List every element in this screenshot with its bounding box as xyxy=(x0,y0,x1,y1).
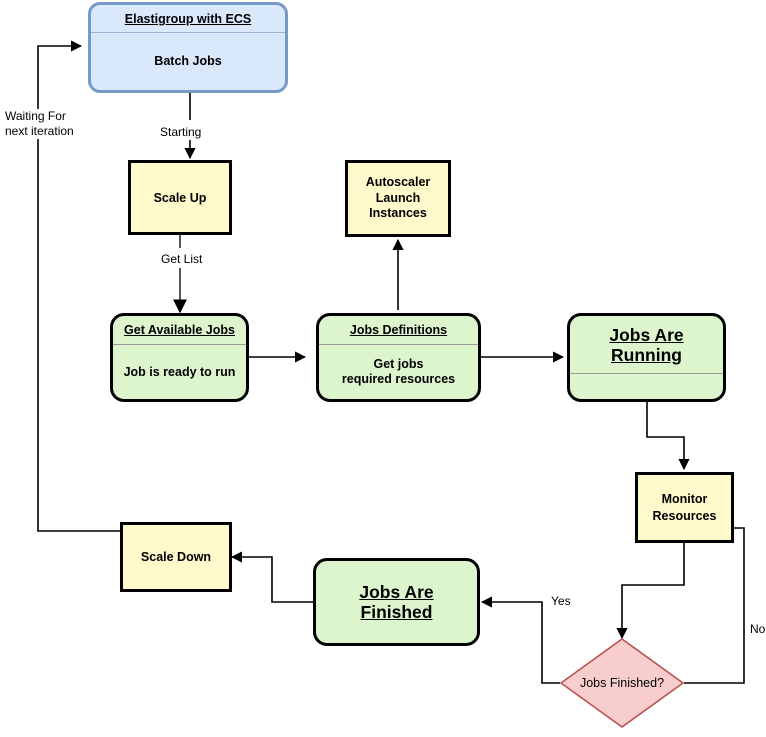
node-monitor-resources[interactable]: Monitor Resources xyxy=(635,472,734,543)
edge-label-starting: Starting xyxy=(158,125,204,140)
edge-label-no: No xyxy=(748,622,766,637)
node-jobs-are-finished[interactable]: Jobs Are Finished xyxy=(313,558,480,646)
edge-decision-no-to-monitor-resources xyxy=(684,522,745,684)
node-autoscaler-line-3: Instances xyxy=(369,206,427,221)
diamond-shape xyxy=(560,638,684,728)
node-autoscaler-line-2: Launch xyxy=(375,190,421,205)
node-jobs-definitions-body-line-2: required resources xyxy=(341,372,456,387)
node-jobs-are-running[interactable]: Jobs Are Running xyxy=(567,313,726,402)
node-jobs-are-running-title: Jobs Are Running xyxy=(570,316,723,375)
node-elastigroup-title: Elastigroup with ECS xyxy=(91,5,285,34)
node-jobs-are-running-body xyxy=(570,374,723,399)
edge-label-yes: Yes xyxy=(549,594,573,609)
edge-monitor-resources-to-decision xyxy=(616,543,685,640)
node-jobs-finished-decision[interactable]: Jobs Finished? xyxy=(560,638,684,728)
edge-label-get-list: Get List xyxy=(159,252,205,267)
node-jobs-are-finished-title-line-1: Jobs Are xyxy=(359,581,434,602)
edge-label-waiting-line-1: Waiting For xyxy=(5,109,66,123)
node-scale-down-label: Scale Down xyxy=(140,550,212,564)
node-jobs-are-finished-title-line-2: Finished xyxy=(360,602,433,622)
node-jobs-are-running-title-line-1: Jobs Are xyxy=(609,325,684,345)
node-jobs-finished-label: Jobs Finished? xyxy=(579,676,665,690)
node-scale-up-label: Scale Up xyxy=(153,190,207,205)
edge-decision-yes-to-jobs-are-finished xyxy=(480,596,560,684)
node-jobs-are-finished-title: Jobs Are Finished xyxy=(353,582,439,622)
node-jobs-definitions-body: Get jobs required resources xyxy=(319,345,478,399)
node-jobs-definitions[interactable]: Jobs Definitions Get jobs required resou… xyxy=(316,313,481,402)
node-monitor-resources-line-1: Monitor xyxy=(661,492,708,507)
node-scale-up[interactable]: Scale Up xyxy=(128,160,232,235)
node-scale-down[interactable]: Scale Down xyxy=(120,522,232,592)
edge-jobs-are-running-to-monitor-resources xyxy=(646,402,690,471)
node-autoscaler-launch-instances[interactable]: Autoscaler Launch Instances xyxy=(345,160,451,237)
edge-scale-down-to-elastigroup xyxy=(37,40,120,532)
node-jobs-are-running-title-line-2: Running xyxy=(611,345,682,366)
node-elastigroup-body: Batch Jobs xyxy=(154,54,222,69)
node-get-available-jobs[interactable]: Get Available Jobs Job is ready to run xyxy=(110,313,249,402)
node-elastigroup-with-ecs[interactable]: Elastigroup with ECS Batch Jobs xyxy=(88,2,288,93)
node-jobs-definitions-title: Jobs Definitions xyxy=(319,316,478,346)
edge-label-waiting-for-next-iteration: Waiting For next iteration xyxy=(3,109,81,139)
node-get-available-jobs-body: Job is ready to run xyxy=(123,364,236,379)
node-monitor-resources-line-2: Resources xyxy=(652,508,717,523)
edge-label-waiting-line-2: next iteration xyxy=(5,124,74,138)
node-get-available-jobs-title: Get Available Jobs xyxy=(113,316,246,346)
node-jobs-definitions-body-line-1: Get jobs xyxy=(373,357,424,372)
node-autoscaler-line-1: Autoscaler xyxy=(365,175,431,190)
edge-jobs-are-finished-to-scale-down xyxy=(230,551,313,603)
